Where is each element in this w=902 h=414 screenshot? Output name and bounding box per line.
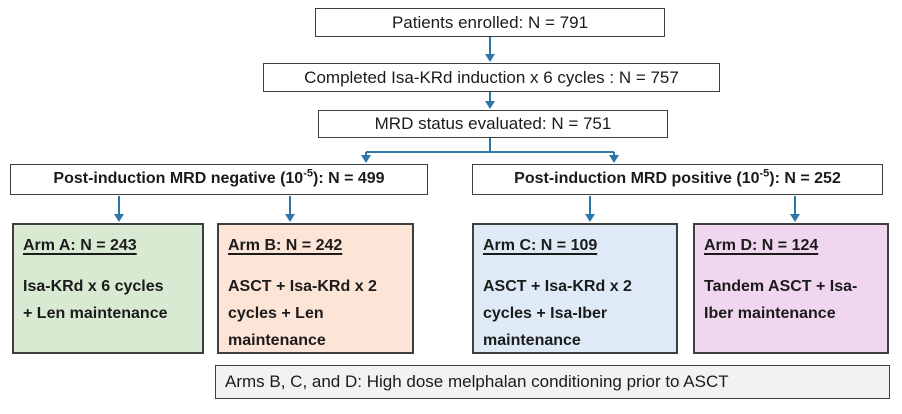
arrowhead-to-mrd-positive <box>609 155 619 163</box>
arm-c-title: Arm C: N = 109 <box>483 237 598 254</box>
mrd-negative-superscript: -5 <box>303 167 313 180</box>
mrd-negative-box: Post-induction MRD negative (10-5): N = … <box>10 164 428 195</box>
bracket-mrd-split <box>365 138 615 156</box>
induction-completed-label: Completed Isa-KRd induction x 6 cycles :… <box>304 67 679 87</box>
mrd-positive-superscript: -5 <box>759 167 770 180</box>
patients-enrolled-box: Patients enrolled: N = 791 <box>315 8 665 37</box>
arm-b-box: Arm B: N = 242 ASCT + Isa-KRd x 2 cycles… <box>217 223 414 354</box>
arrowhead-enrolled-to-induction <box>485 54 495 62</box>
induction-completed-box: Completed Isa-KRd induction x 6 cycles :… <box>263 63 720 92</box>
arm-b-title: Arm B: N = 242 <box>228 237 343 254</box>
arrowhead-induction-to-evaluated <box>485 101 495 109</box>
mrd-negative-label: Post-induction MRD negative (10-5): N = … <box>53 167 385 188</box>
arrowhead-to-arm-a <box>114 214 124 222</box>
arrowhead-to-arm-c <box>585 214 595 222</box>
arrowhead-to-arm-d <box>790 214 800 222</box>
mrd-positive-label: Post-induction MRD positive (10-5): N = … <box>514 167 841 188</box>
arrowhead-to-arm-b <box>285 214 295 222</box>
mrd-positive-box: Post-induction MRD positive (10-5): N = … <box>472 164 883 195</box>
arm-a-title: Arm A: N = 243 <box>23 237 137 254</box>
arm-c-description: ASCT + Isa-KRd x 2 cycles + Isa-Iber mai… <box>483 278 632 349</box>
arm-d-description: Tandem ASCT + Isa- Iber maintenance <box>704 278 858 322</box>
arrowhead-to-mrd-negative <box>361 155 371 163</box>
arm-b-description: ASCT + Isa-KRd x 2 cycles + Len maintena… <box>228 278 377 349</box>
arm-c-box: Arm C: N = 109 ASCT + Isa-KRd x 2 cycles… <box>472 223 678 354</box>
conditioning-footnote-label: Arms B, C, and D: High dose melphalan co… <box>225 372 729 391</box>
patients-enrolled-label: Patients enrolled: N = 791 <box>391 12 589 32</box>
arm-a-box: Arm A: N = 243 Isa-KRd x 6 cycles + Len … <box>12 223 204 354</box>
mrd-evaluated-box: MRD status evaluated: N = 751 <box>318 110 668 138</box>
arm-d-title: Arm D: N = 124 <box>704 237 819 254</box>
arm-d-box: Arm D: N = 124 Tandem ASCT + Isa- Iber m… <box>693 223 889 354</box>
conditioning-footnote-box: Arms B, C, and D: High dose melphalan co… <box>215 365 890 399</box>
arm-a-description: Isa-KRd x 6 cycles + Len maintenance <box>23 278 168 322</box>
mrd-evaluated-label: MRD status evaluated: N = 751 <box>374 114 612 134</box>
